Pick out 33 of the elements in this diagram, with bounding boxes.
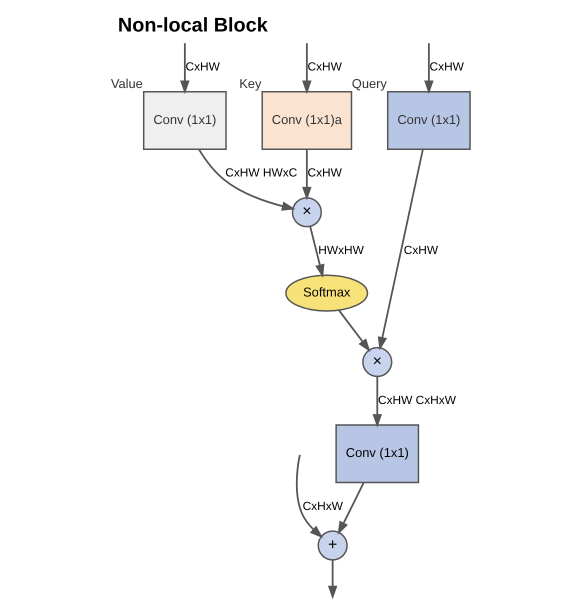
node-circle: × — [291, 197, 322, 228]
edge-label: CxHW — [185, 60, 220, 74]
arrow — [302, 43, 312, 94]
arrow — [377, 149, 424, 350]
arrow — [372, 376, 382, 428]
arrow — [198, 148, 295, 211]
edge-label: CxHxW — [302, 498, 342, 513]
arrow — [302, 149, 312, 200]
node-box: Conv (1x1) — [142, 91, 226, 150]
node-label: Query — [351, 76, 386, 92]
arrow — [338, 310, 370, 352]
arrow — [337, 482, 364, 535]
edge-label: CxHW HWxC — [224, 166, 297, 180]
node-box: Conv (1x1)a — [260, 91, 352, 150]
arrow — [424, 43, 434, 94]
arrow — [180, 43, 190, 94]
node-box: Conv (1x1) — [334, 424, 419, 484]
edge-label: CxHW — [429, 60, 464, 74]
node-box: Conv (1x1) — [386, 91, 470, 150]
node-circle: × — [362, 346, 392, 378]
edge-label: CxHW CxHxW — [377, 392, 456, 407]
edge-label: CxHW — [403, 243, 438, 258]
arrow — [295, 454, 323, 538]
arrow — [327, 560, 337, 600]
node-ellipse: Softmax — [284, 274, 368, 312]
edge-label: HWxHW — [318, 243, 364, 258]
node-circle: + — [317, 530, 348, 561]
edge-label: CxHW — [307, 60, 342, 74]
node-label: Value — [110, 76, 142, 92]
arrow — [308, 226, 324, 278]
edge-label: CxHW — [307, 166, 342, 180]
diagram-title: Non-local Block — [117, 14, 268, 37]
node-label: Key — [238, 76, 261, 92]
